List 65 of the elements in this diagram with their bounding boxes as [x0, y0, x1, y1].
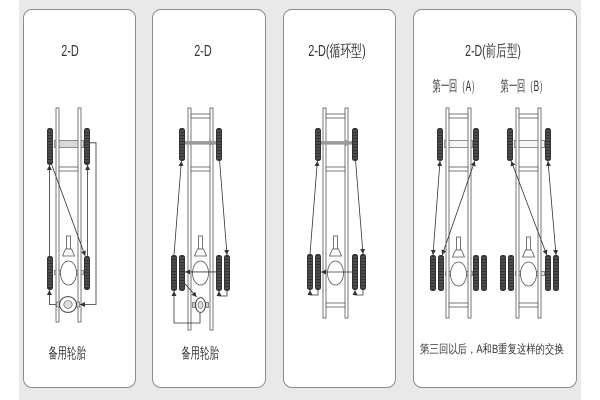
- tire: [553, 255, 559, 291]
- tire: [360, 254, 366, 290]
- tire: [47, 256, 53, 290]
- arrow: [355, 160, 366, 254]
- tire: [47, 128, 53, 165]
- arrow: [219, 160, 230, 256]
- tire: [430, 255, 436, 291]
- tire: [508, 255, 514, 291]
- tire: [507, 128, 513, 161]
- tire: [179, 255, 185, 291]
- tire: [545, 128, 551, 161]
- panel-title: 2-D(循环型): [308, 44, 366, 60]
- tire: [216, 255, 222, 291]
- arrow: [174, 160, 184, 256]
- tire: [315, 128, 321, 161]
- arrow: [310, 160, 320, 254]
- tire: [179, 128, 185, 161]
- arrow: [546, 160, 558, 256]
- tire: [438, 255, 444, 291]
- tire: [481, 255, 487, 291]
- note-text: 第三回以后，A和B重复这样的交换: [420, 343, 564, 355]
- arrow: [46, 164, 52, 256]
- arrow: [320, 270, 352, 274]
- panel: [283, 9, 396, 388]
- tire: [473, 255, 479, 291]
- diagram-label: 第一回（B）: [500, 79, 548, 94]
- panel-title: 2-D: [194, 44, 212, 60]
- spare-tire: [192, 297, 208, 313]
- tire: [500, 255, 506, 291]
- arrow: [80, 142, 96, 307]
- panel: [152, 9, 266, 388]
- tire: [473, 128, 479, 161]
- tire: [307, 254, 313, 290]
- panel-title: 2-D: [61, 44, 79, 60]
- tire: [224, 255, 230, 291]
- tire: [216, 128, 222, 161]
- panel-title: 2-D(前后型): [465, 44, 521, 60]
- panel: [23, 9, 136, 388]
- arrow: [51, 164, 86, 256]
- arrow: [184, 283, 197, 298]
- spare-tire: [56, 296, 80, 313]
- tire: [545, 255, 551, 291]
- tire-label: 备用轮胎: [48, 346, 86, 361]
- arrow: [308, 290, 318, 296]
- arrow: [184, 269, 216, 274]
- arrow: [321, 139, 352, 146]
- arrow: [430, 160, 442, 256]
- tire: [171, 255, 177, 291]
- arrow: [441, 160, 476, 256]
- panel: [413, 9, 577, 388]
- arrow: [172, 290, 200, 324]
- arrow: [510, 160, 548, 256]
- tire: [352, 128, 358, 161]
- diagram-label: 第一回（A）: [432, 79, 480, 94]
- arrow: [216, 290, 228, 296]
- tire: [352, 254, 358, 290]
- tire: [315, 254, 321, 290]
- tire: [437, 128, 443, 161]
- tire: [84, 128, 90, 165]
- arrow: [185, 139, 216, 146]
- arrow: [85, 164, 90, 256]
- tire: [84, 256, 90, 290]
- arrow: [352, 290, 364, 296]
- tire-label: 备用轮胎: [181, 346, 219, 361]
- arrow: [46, 290, 56, 305]
